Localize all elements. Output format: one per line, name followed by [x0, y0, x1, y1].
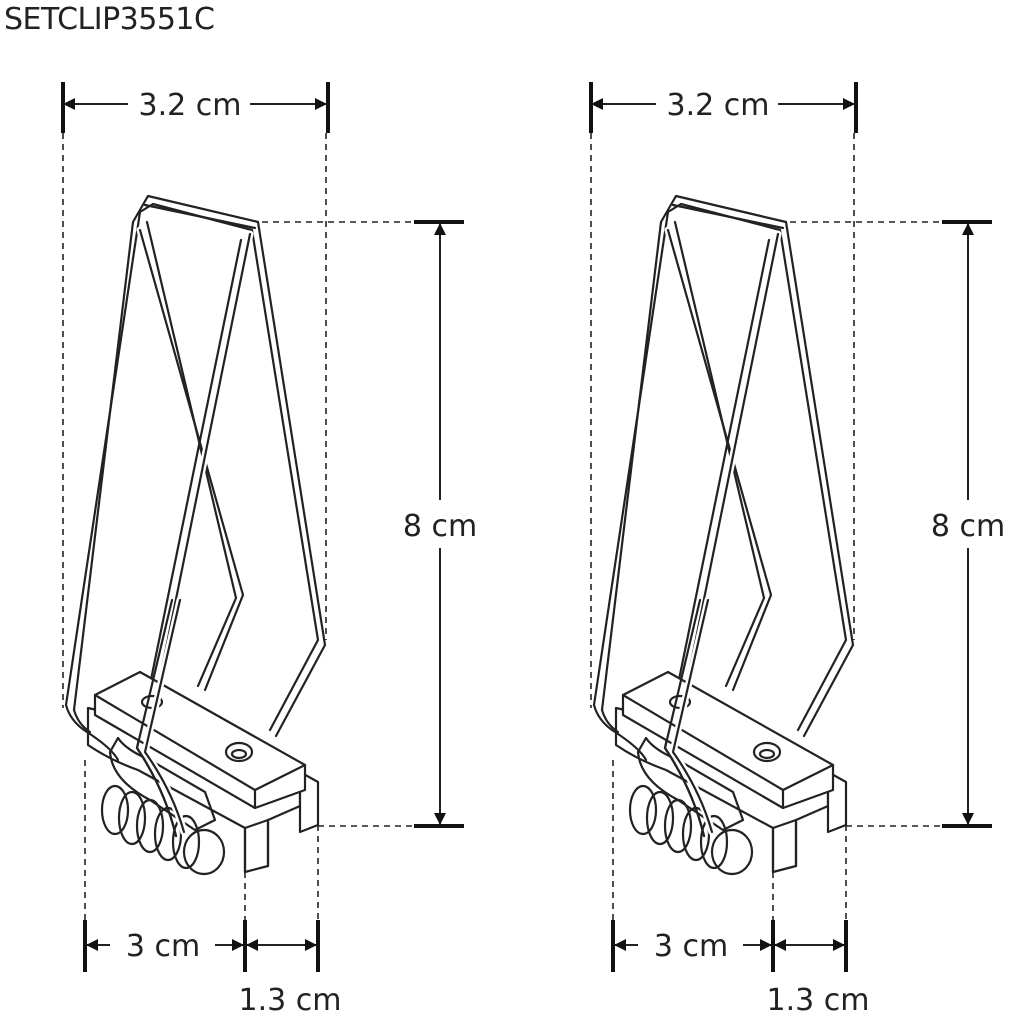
base-label: 3 cm — [654, 929, 728, 964]
offset-label: 1.3 cm — [767, 983, 870, 1018]
height-label: 8 cm — [931, 509, 1005, 544]
spring-clip-drawing — [66, 196, 325, 874]
width-label: 3.2 cm — [139, 88, 242, 123]
page-title: SETCLIP3551C — [4, 2, 215, 37]
figure-right: 3.2 cm 8 cm 3 cm 1.3 cm — [591, 82, 1005, 1018]
height-label: 8 cm — [403, 509, 477, 544]
base-label: 3 cm — [126, 929, 200, 964]
figure-left: 3.2 cm 8 cm 3 cm 1.3 cm — [63, 82, 477, 1018]
offset-label: 1.3 cm — [239, 983, 342, 1018]
width-label: 3.2 cm — [667, 88, 770, 123]
spring-clip-drawing — [594, 196, 853, 874]
